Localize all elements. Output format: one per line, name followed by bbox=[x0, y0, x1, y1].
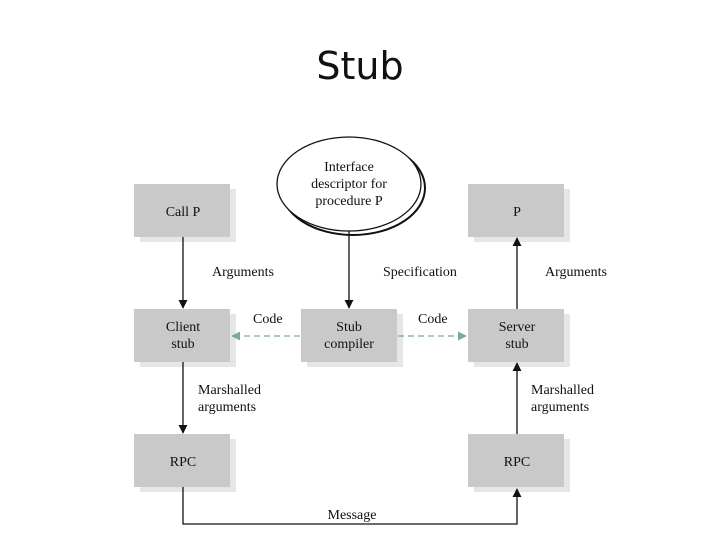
server-stub-line-2: stub bbox=[505, 337, 528, 352]
client-stub-node: Client stub bbox=[134, 309, 236, 367]
client-stub-line-2: stub bbox=[171, 337, 194, 352]
label-marshalled-right-2: arguments bbox=[531, 400, 589, 415]
p-node: P bbox=[468, 184, 570, 242]
label-marshalled-right-1: Marshalled bbox=[531, 383, 594, 398]
rpc-right-label: RPC bbox=[504, 455, 530, 470]
interface-line-3: procedure P bbox=[315, 194, 382, 209]
stub-compiler-node: Stub compiler bbox=[301, 309, 403, 367]
rpc-right-node: RPC bbox=[468, 434, 570, 492]
label-code-left: Code bbox=[253, 312, 283, 327]
label-message: Message bbox=[328, 508, 377, 523]
stub-compiler-line-2: compiler bbox=[324, 337, 374, 352]
interface-line-2: descriptor for bbox=[311, 177, 387, 192]
message-path bbox=[182, 487, 522, 525]
client-stub-line-1: Client bbox=[166, 320, 200, 335]
label-arguments-right: Arguments bbox=[545, 265, 607, 280]
server-stub-node: Server stub bbox=[468, 309, 570, 367]
call-p-label: Call P bbox=[166, 205, 201, 220]
label-code-right: Code bbox=[418, 312, 448, 327]
rpc-left-label: RPC bbox=[170, 455, 196, 470]
slide-title: Stub bbox=[316, 44, 404, 88]
rpc-left-node: RPC bbox=[134, 434, 236, 492]
label-marshalled-left-2: arguments bbox=[198, 400, 256, 415]
interface-descriptor-node: Interface descriptor for procedure P bbox=[276, 136, 426, 236]
p-label: P bbox=[513, 205, 521, 220]
interface-line-1: Interface bbox=[324, 160, 374, 175]
label-specification: Specification bbox=[383, 265, 457, 280]
label-arguments-left: Arguments bbox=[212, 265, 274, 280]
call-p-node: Call P bbox=[134, 184, 236, 242]
label-marshalled-left-1: Marshalled bbox=[198, 383, 261, 398]
server-stub-line-1: Server bbox=[499, 320, 536, 335]
stub-compiler-line-1: Stub bbox=[336, 320, 362, 335]
